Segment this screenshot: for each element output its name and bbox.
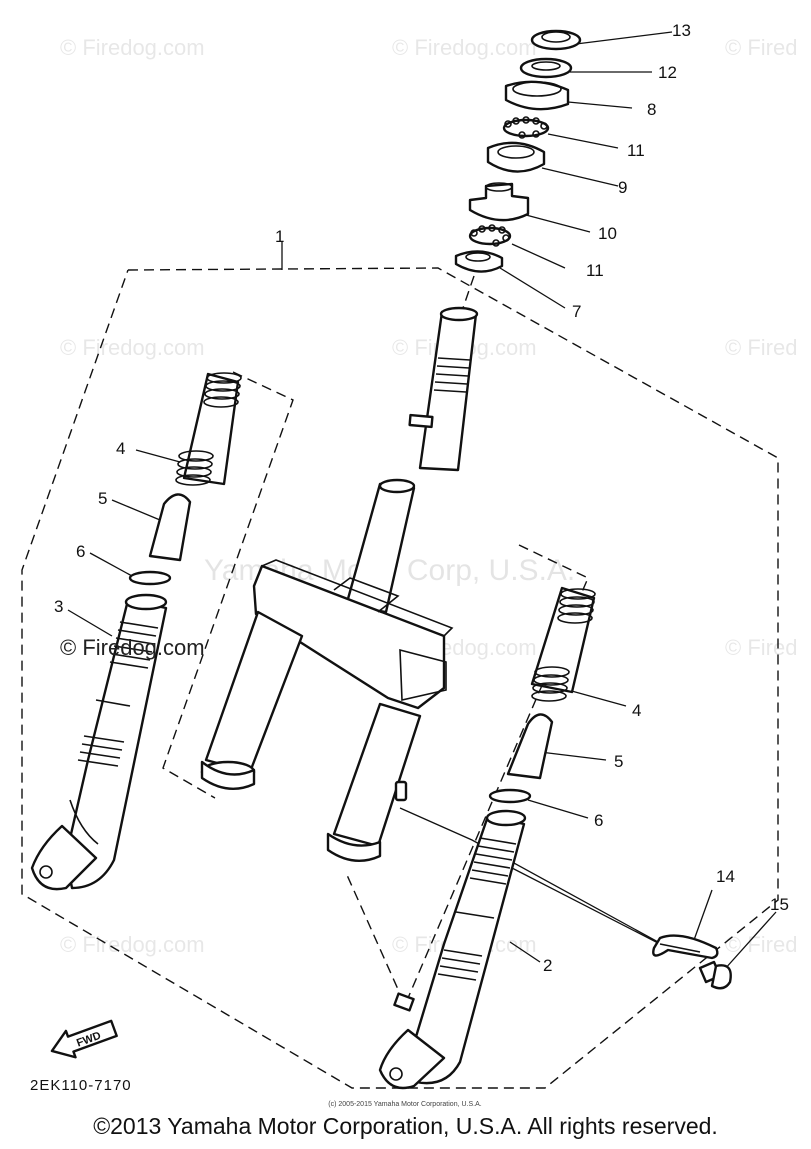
bearing-cup-10	[468, 182, 530, 222]
ring-nut-13	[530, 29, 582, 51]
leader-lines	[67, 31, 777, 971]
callout-labels: 1 2 3 4 4 5 5 6 6 7 8 9 10 11 11 12 13 1…	[54, 21, 789, 975]
o-ring-6-right	[488, 788, 532, 804]
callout-11-bottom: 11	[586, 261, 604, 280]
dust-seal-7	[454, 250, 504, 273]
outer-tube-2	[378, 809, 527, 1090]
watermark: © Fired	[725, 35, 797, 60]
watermark: © Fired	[725, 335, 797, 360]
bolt-15	[698, 960, 732, 990]
fwd-arrow: FWD	[50, 1019, 118, 1059]
watermark: © Fired	[725, 635, 797, 660]
bearing-race-9	[486, 141, 546, 173]
callout-14: 14	[716, 867, 735, 886]
damper-rod-5-right	[506, 713, 554, 780]
right-fork-internals	[378, 586, 596, 1090]
callout-2: 2	[543, 956, 552, 975]
callout-7: 7	[572, 302, 581, 321]
bearing-cup-8	[504, 80, 570, 111]
steering-stem-parts	[454, 29, 582, 273]
watermark: © Fired	[725, 932, 797, 957]
fork-spring-4-left	[175, 372, 242, 486]
callout-6-left: 6	[76, 542, 85, 561]
steering-stem-assembly	[200, 306, 479, 862]
callout-12: 12	[658, 63, 677, 82]
watermark-dark: © Firedog.com	[60, 635, 205, 660]
callout-6-right: 6	[594, 811, 603, 830]
callout-1: 1	[275, 227, 284, 246]
copyright-notice: ©2013 Yamaha Motor Corporation, U.S.A. A…	[93, 1113, 718, 1139]
o-ring-6-left	[128, 570, 172, 586]
diagram-code: 2EK110-7170	[30, 1077, 132, 1094]
watermark: © Firedog.com	[60, 335, 205, 360]
small-copyright-notice: (c) 2005-2015 Yamaha Motor Corporation, …	[328, 1101, 481, 1108]
fork-spring-4-right	[530, 586, 596, 702]
watermark: © Firedog.com	[60, 35, 205, 60]
callout-15: 15	[770, 895, 789, 914]
callout-10: 10	[598, 224, 617, 243]
left-fork-internals	[30, 372, 242, 891]
callout-9: 9	[618, 178, 627, 197]
outer-tube-3	[30, 593, 168, 891]
ball-race-11-bottom	[468, 224, 512, 247]
callout-4-right: 4	[632, 701, 641, 720]
callout-5-left: 5	[98, 489, 107, 508]
callout-5-right: 5	[614, 752, 623, 771]
callout-13: 13	[672, 21, 691, 40]
callout-8: 8	[647, 100, 656, 119]
clip-14	[652, 934, 719, 960]
damper-rod-5-left	[148, 493, 192, 562]
ball-race-11-top	[502, 116, 550, 139]
callout-11-top: 11	[627, 141, 645, 160]
callout-4-left: 4	[116, 439, 125, 458]
watermark: © Firedog.com	[60, 932, 205, 957]
callout-3: 3	[54, 597, 63, 616]
watermark: © Firedog.com	[392, 35, 537, 60]
